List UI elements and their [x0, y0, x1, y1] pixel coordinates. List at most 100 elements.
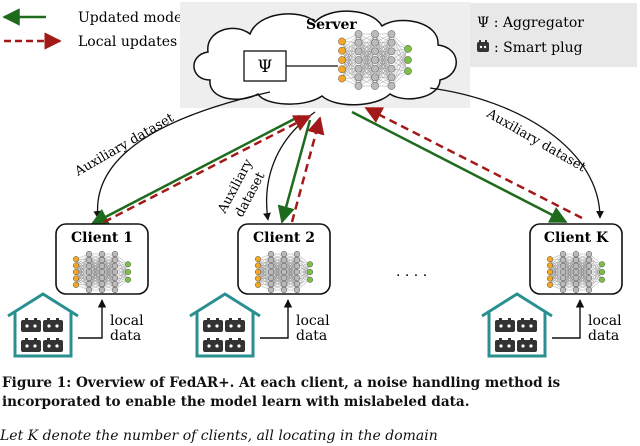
- nn-node: [387, 56, 396, 64]
- nn-node: [124, 276, 132, 283]
- nn-edge: [391, 59, 409, 87]
- nn-node: [387, 30, 396, 38]
- nn-node: [371, 73, 379, 82]
- nn-edge: [114, 264, 129, 279]
- nn-node: [293, 280, 301, 288]
- nn-node: [254, 268, 262, 276]
- nn-node: [98, 268, 106, 276]
- nn-node: [387, 38, 396, 47]
- nn-node: [559, 286, 567, 294]
- nn-node: [338, 46, 346, 55]
- local-data-arrow-1: [78, 299, 107, 339]
- house-roof: [7, 292, 79, 318]
- nn-node: [387, 82, 396, 90]
- nn-node: [111, 280, 119, 288]
- local-data-k: local data: [552, 299, 622, 344]
- nn-edge: [391, 42, 409, 72]
- house-walls: [195, 312, 255, 358]
- body-text-partial: Let K denote the number of clients, all …: [0, 428, 438, 444]
- nn-node: [559, 274, 567, 282]
- nn-edge: [341, 59, 359, 87]
- aggregator-symbol: Ψ: [258, 57, 273, 77]
- nn-node: [546, 268, 554, 276]
- smart-plug-icon: [21, 318, 41, 332]
- nn-edge: [114, 259, 129, 280]
- aux-label-left: Auxiliary dataset: [72, 110, 178, 180]
- nn-edge: [341, 33, 359, 61]
- nn-node: [387, 47, 396, 56]
- nn-edge: [588, 264, 603, 285]
- nn-node: [254, 275, 262, 282]
- nn-node: [371, 38, 379, 47]
- legend-local-updates: Local updates: [78, 34, 177, 50]
- client-k-label: Client K: [544, 230, 609, 246]
- nn-edge: [562, 253, 577, 273]
- nn-node: [72, 268, 80, 276]
- nn-edge: [341, 69, 359, 87]
- nn-node: [111, 250, 119, 258]
- house-k: [481, 292, 553, 358]
- nn-edge: [114, 271, 129, 291]
- nn-edge: [114, 265, 129, 280]
- nn-node: [546, 275, 554, 282]
- nn-edge: [75, 265, 90, 285]
- nn-edge: [296, 271, 311, 291]
- nn-edge: [588, 259, 603, 280]
- nn-node: [280, 250, 288, 258]
- nn-node: [572, 274, 580, 282]
- nn-edge: [391, 33, 409, 61]
- nn-edge: [588, 264, 603, 279]
- nn-edge: [341, 41, 359, 61]
- nn-node: [371, 82, 379, 90]
- nn-edge: [257, 265, 272, 285]
- green-arrow-client1: [90, 114, 301, 226]
- nn-edge: [391, 51, 409, 72]
- nn-node: [85, 268, 93, 276]
- legend-smart-plug: : Smart plug: [494, 40, 583, 56]
- red-arrow-client2: [290, 116, 325, 223]
- house-1: [7, 292, 79, 358]
- nn-edge: [575, 253, 590, 273]
- nn-node: [293, 262, 301, 270]
- local-data-k-line1: local: [588, 313, 622, 329]
- nn-node: [404, 45, 412, 53]
- green-arrow-client2: [277, 119, 312, 224]
- nn-edge: [358, 33, 376, 69]
- nn-node: [559, 268, 567, 276]
- nn-edge: [75, 253, 90, 273]
- nn-edge: [270, 271, 285, 291]
- nn-node: [546, 281, 554, 288]
- nn-node: [371, 47, 379, 56]
- nn-node: [254, 256, 262, 263]
- nn-node: [267, 268, 275, 276]
- nn-edge: [88, 253, 103, 273]
- nn-edge: [270, 253, 285, 273]
- nn-node: [85, 250, 93, 258]
- nn-node: [354, 30, 363, 38]
- local-data-2: local data: [260, 299, 330, 344]
- nn-node: [354, 47, 363, 56]
- nn-node: [559, 262, 567, 270]
- local-data-2-line2: data: [296, 328, 327, 344]
- smart-plug-icon: [225, 318, 245, 332]
- nn-edge: [296, 264, 311, 285]
- updated-model-arrows: [90, 110, 568, 226]
- nn-edge: [101, 253, 116, 273]
- client-1-neural-network: [72, 250, 132, 294]
- nn-node: [338, 56, 346, 64]
- local-data-arrow-2: [260, 299, 293, 339]
- nn-node: [354, 82, 363, 90]
- nn-node: [111, 256, 119, 264]
- smart-plug-icon: [517, 338, 537, 352]
- nn-node: [585, 268, 593, 276]
- nn-node: [354, 64, 363, 73]
- local-data-arrow-k: [552, 299, 585, 339]
- nn-edge: [374, 59, 392, 87]
- nn-node: [85, 274, 93, 282]
- fedar-diagram: Updated model Local updates Ψ : Aggregat…: [2, 2, 637, 358]
- aux-arrow-clientk: [429, 87, 604, 219]
- nn-node: [72, 275, 80, 282]
- nn-node: [111, 286, 119, 294]
- nn-node: [559, 250, 567, 258]
- nn-node: [267, 286, 275, 294]
